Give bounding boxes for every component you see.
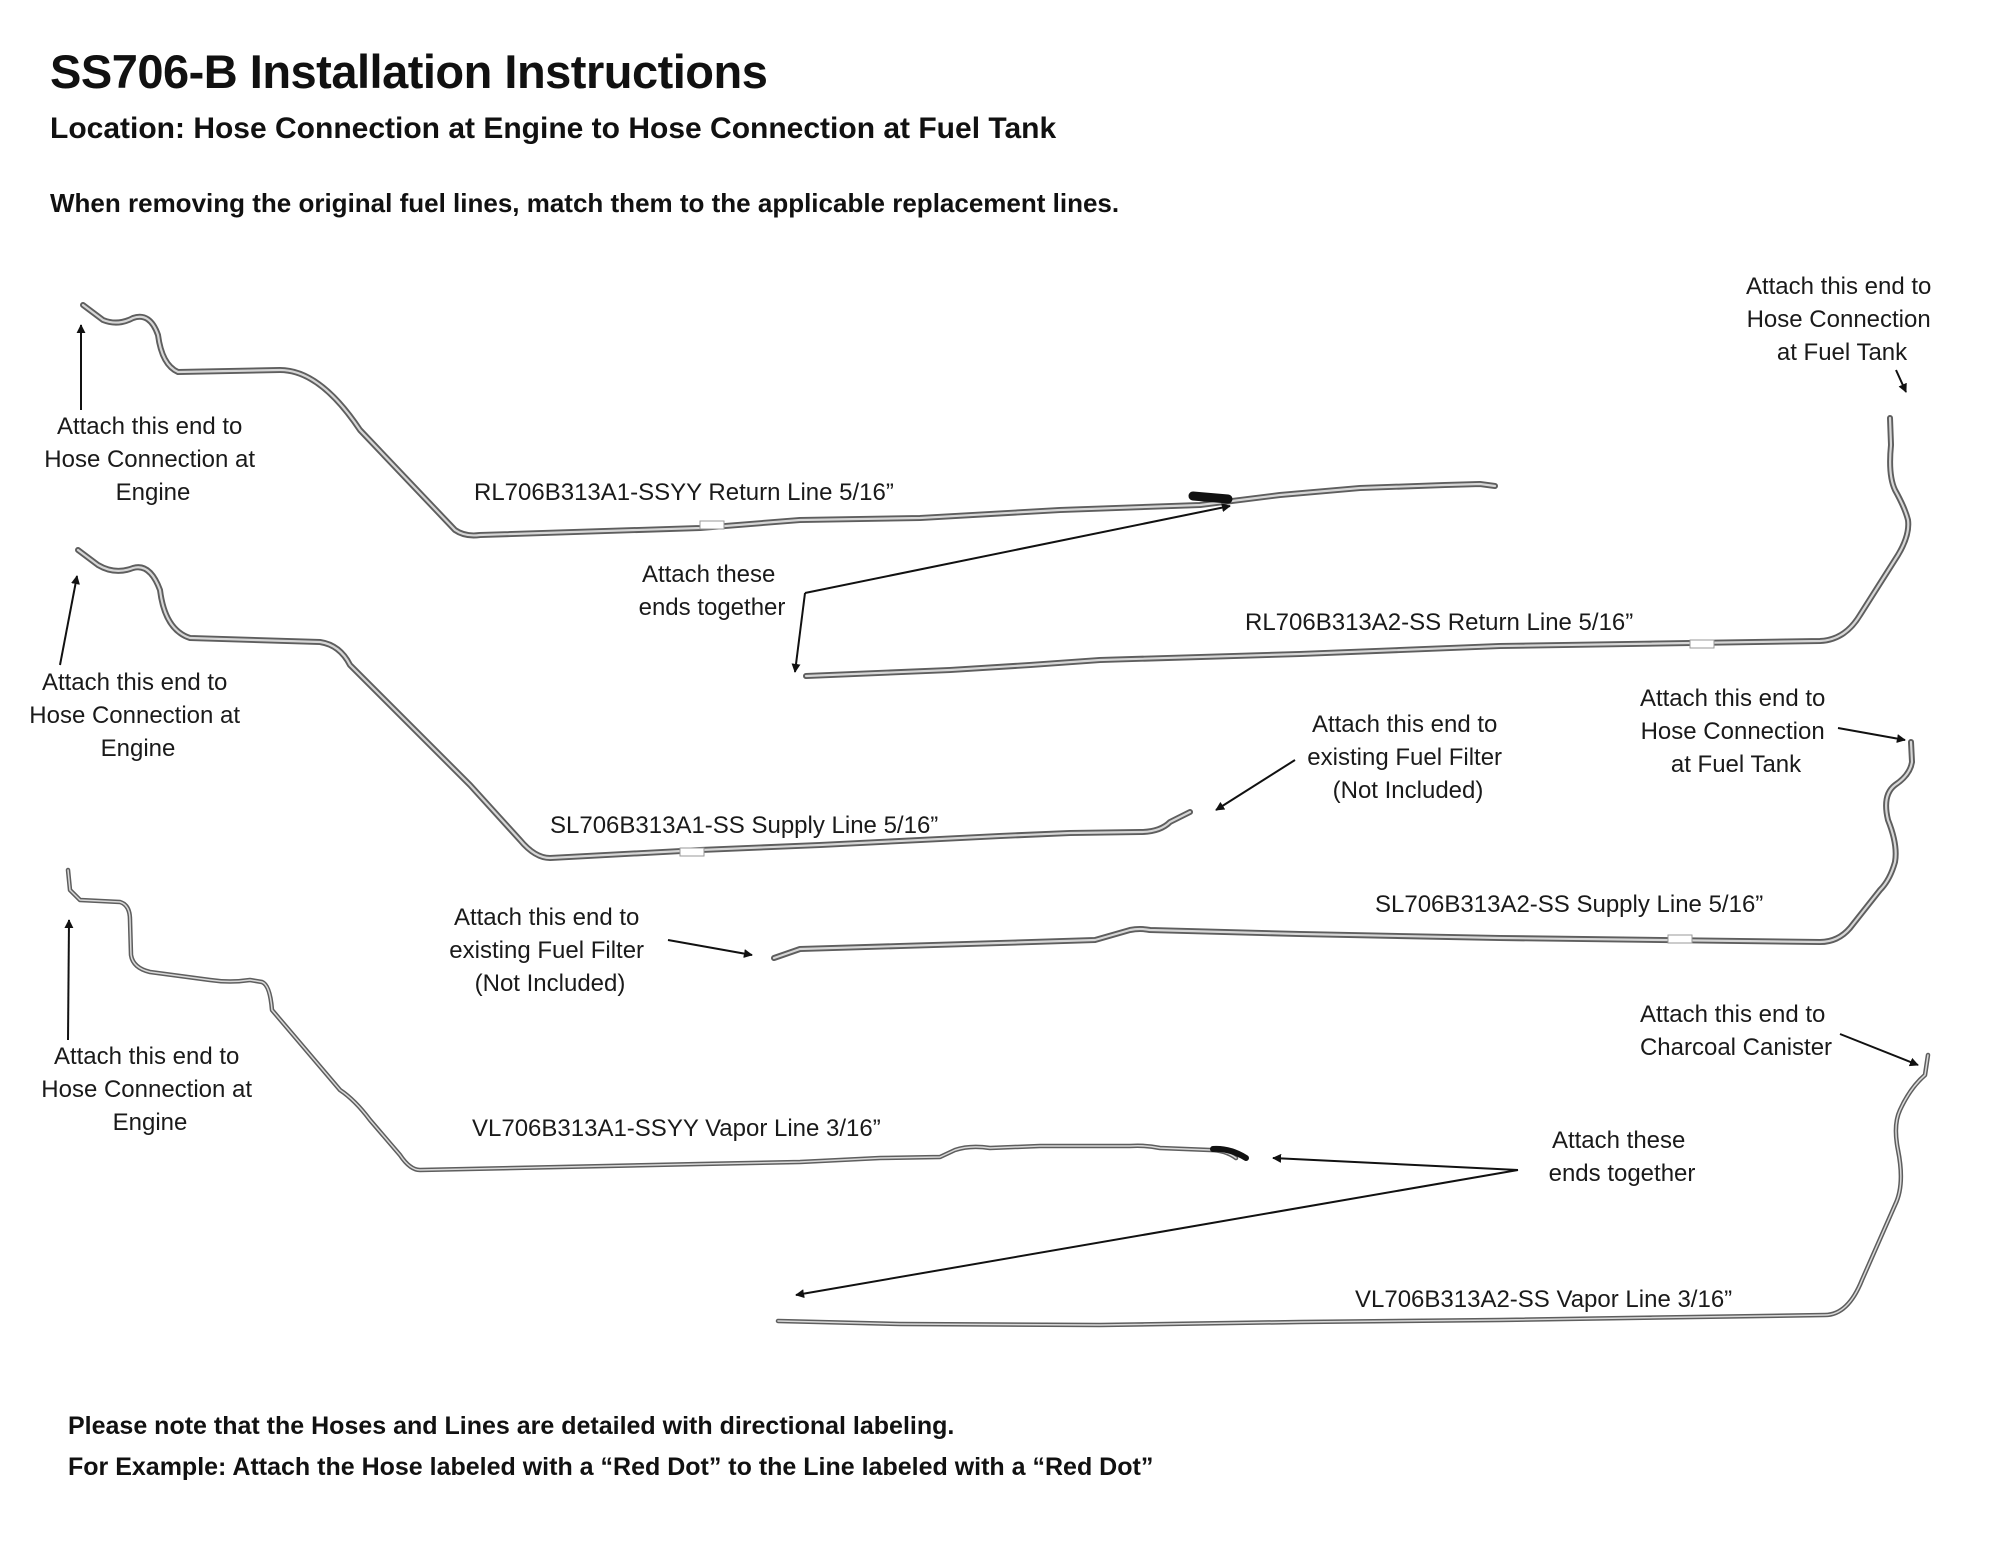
callout-tank-return: Attach this end to Hose Connection at Fu… [1746, 273, 1938, 366]
callout-filter-a2: Attach this end to existing Fuel Filter … [449, 904, 650, 997]
callout-engine-supply: Attach this end to Hose Connection at En… [29, 669, 246, 762]
return-line-a2-tube [803, 415, 1912, 679]
return-line-a1-tube [80, 302, 1498, 539]
part-label-supply-a1: SL706B313A1-SS Supply Line 5/16” [550, 812, 938, 839]
callout-join-vapor: Attach these ends together [1549, 1127, 1696, 1187]
instruction-text: When removing the original fuel lines, m… [50, 188, 1120, 218]
vapor-line-a1-hose-end [1210, 1145, 1249, 1161]
supply-line-a2-tube [771, 739, 1915, 961]
footer-note-example: For Example: Attach the Hose labeled wit… [68, 1453, 1154, 1481]
return-line-a1-hose-end [1188, 491, 1233, 504]
callout-arrows [59, 324, 1919, 1299]
page-title: SS706-B Installation Instructions [50, 45, 768, 98]
part-label-vapor-a2: VL706B313A2-SS Vapor Line 3/16” [1355, 1286, 1732, 1313]
vapor-line-a2-tube [775, 1052, 1931, 1328]
part-label-vapor-a1: VL706B313A1-SSYY Vapor Line 3/16” [472, 1115, 881, 1142]
part-label-supply-a2: SL706B313A2-SS Supply Line 5/16” [1375, 891, 1763, 918]
part-label-return-a1: RL706B313A1-SSYY Return Line 5/16” [474, 479, 894, 506]
callout-filter-a1: Attach this end to existing Fuel Filter … [1307, 711, 1508, 804]
callout-tank-supply: Attach this end to Hose Connection at Fu… [1640, 685, 1832, 778]
supply-line-a1-tube [75, 547, 1193, 861]
callout-engine-return: Attach this end to Hose Connection at En… [44, 413, 261, 506]
callout-charcoal-canister: Attach this end to Charcoal Canister [1640, 1001, 1832, 1061]
location-subtitle: Location: Hose Connection at Engine to H… [50, 112, 1057, 145]
footer-note-directional: Please note that the Hoses and Lines are… [68, 1412, 955, 1440]
callout-engine-vapor: Attach this end to Hose Connection at En… [41, 1043, 258, 1136]
part-label-return-a2: RL706B313A2-SS Return Line 5/16” [1245, 609, 1633, 636]
vapor-line-a1-tube [65, 867, 1239, 1173]
callout-join-return: Attach these ends together [639, 561, 786, 621]
